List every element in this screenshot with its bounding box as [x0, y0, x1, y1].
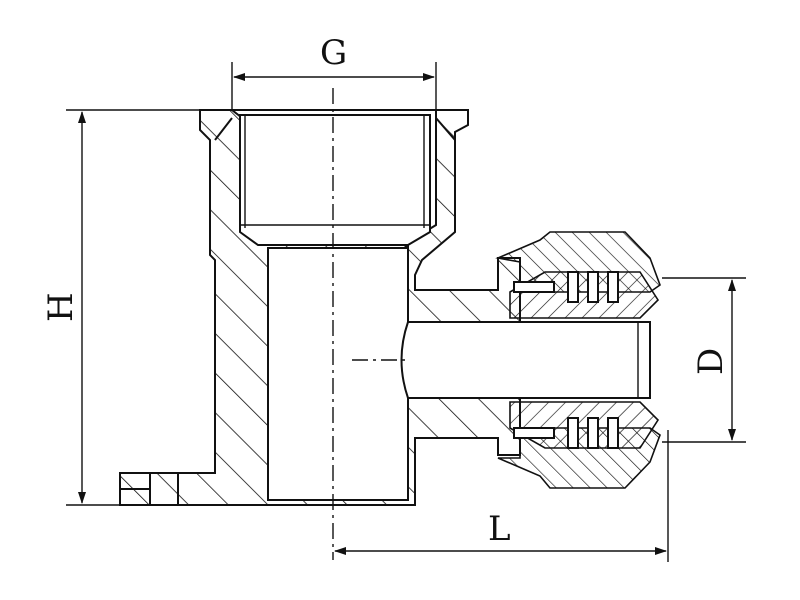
body-section — [119, 109, 521, 506]
dimension-h: H — [41, 109, 200, 506]
dimension-g: G — [231, 33, 437, 110]
side-bore — [400, 321, 651, 399]
grip-teeth-top — [513, 271, 619, 303]
dimension-label-l: L — [488, 509, 511, 549]
dimension-l: L — [334, 430, 669, 562]
dimension-label-d: D — [691, 348, 731, 375]
dimension-d: D — [662, 277, 746, 443]
center-lines — [332, 88, 410, 560]
dimension-label-h: H — [41, 292, 81, 322]
ferrule — [509, 271, 660, 449]
grip-teeth-bottom — [513, 417, 619, 449]
dimension-label-g: G — [320, 33, 347, 73]
